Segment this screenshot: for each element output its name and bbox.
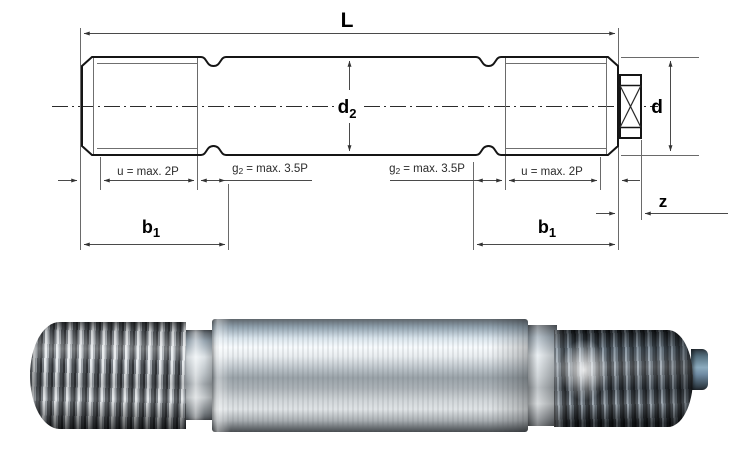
thread-detail-lines xyxy=(93,58,607,154)
runout-note-right: g2= max. 3.5P xyxy=(389,163,465,176)
length-dim-label: L xyxy=(341,9,354,32)
photo-tip xyxy=(691,349,708,390)
stud-outline xyxy=(81,56,619,156)
dimension-lines xyxy=(58,31,728,247)
stud-tip-symbol xyxy=(619,74,642,139)
photo-right-collar xyxy=(527,325,557,426)
photo-left-thread xyxy=(30,322,186,429)
runout-note-left: g2= max. 3.5P xyxy=(232,163,308,176)
shank-diameter-dim-label: d2 xyxy=(338,97,357,121)
photo-shank xyxy=(212,319,528,432)
d2-label-background xyxy=(335,90,362,123)
thread-diameter-dim-label: d xyxy=(651,97,663,118)
thread-length-dim-label-left: b1 xyxy=(142,217,160,240)
thread-length-dim-label-right: b1 xyxy=(538,217,556,240)
tip-length-dim-label: z xyxy=(659,192,668,211)
incomplete-thread-note-right: u = max. 2P xyxy=(521,166,583,178)
incomplete-thread-note-left: u = max. 2P xyxy=(117,166,179,178)
photo-right-thread xyxy=(554,330,693,427)
stud-technical-drawing: L d2 d z b1 b1 u = max. 2P u = max. 2P g… xyxy=(52,9,728,250)
stud-photo xyxy=(28,316,712,436)
extension-lines xyxy=(80,28,699,250)
